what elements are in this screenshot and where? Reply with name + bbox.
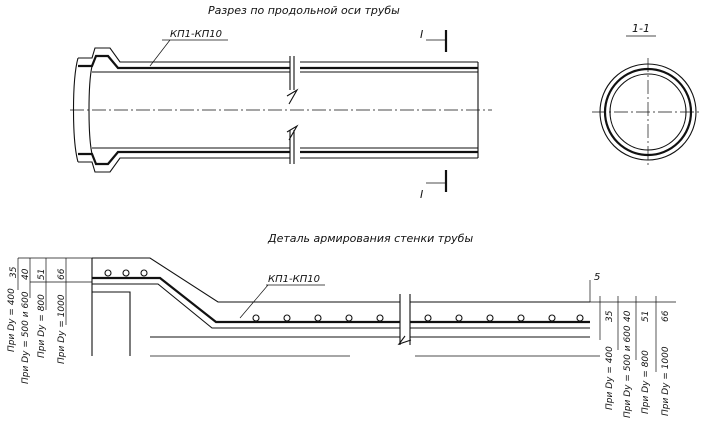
cage-label-top: КП1-КП10	[170, 29, 222, 40]
detail-outer-surface-left	[92, 257, 400, 303]
bar-1	[104, 269, 112, 277]
right-dim-66: 66	[661, 310, 671, 322]
bar-2	[122, 269, 130, 277]
left-label-dy1000: При Dy = 1000	[57, 294, 67, 364]
pipe-reinforcement-bottom-left	[78, 150, 290, 166]
bar-13	[548, 314, 556, 322]
detail-socket-face	[92, 291, 131, 356]
bar-9	[424, 314, 432, 322]
pipe-socket-inner-end	[88, 65, 93, 155]
left-label-dy800: При Dy = 800	[37, 294, 47, 358]
left-label-dy500-600: При Dy = 500 и 600	[21, 291, 31, 384]
title-longitudinal-section: Разрез по продольной оси трубы	[208, 4, 400, 17]
right-dim-51: 51	[641, 311, 651, 322]
detail-reinforcement-inner-left	[92, 283, 400, 329]
bar-14	[576, 314, 584, 322]
bar-7	[345, 314, 353, 322]
right-label-dy400: При Dy = 400	[605, 346, 615, 410]
bar-12	[517, 314, 525, 322]
pipe-break-zigzag	[286, 88, 299, 141]
bar-10	[455, 314, 463, 322]
bar-11	[486, 314, 494, 322]
pipe-outer-top-left	[78, 47, 290, 63]
cut-mark-bottom: I	[420, 188, 423, 201]
cage-label-detail: КП1-КП10	[268, 274, 320, 285]
left-dim-40: 40	[21, 268, 31, 280]
right-gap-dim: 5	[594, 272, 600, 283]
longitudinal-bars	[104, 269, 584, 322]
bar-8	[376, 314, 384, 322]
detail-break-lines	[397, 294, 412, 346]
pipe-socket-end	[72, 57, 79, 163]
pipe-break-lines	[289, 56, 295, 164]
pipe-outer-bottom-left	[78, 157, 290, 173]
right-dim-40: 40	[623, 310, 633, 322]
cage-leader-detail	[239, 284, 269, 319]
cage-leader-top	[149, 39, 171, 67]
cut-mark-top: I	[420, 28, 423, 41]
cross-section-label: 1-1	[632, 22, 650, 35]
detail-reinforcement-left	[92, 276, 400, 324]
right-label-dy500-600: При Dy = 500 и 600	[623, 325, 633, 418]
bar-5	[283, 314, 291, 322]
left-label-dy400: При Dy = 400	[7, 288, 17, 352]
bar-3	[140, 269, 148, 277]
pipe-reinforcement-top-left	[78, 54, 290, 70]
left-dim-66: 66	[57, 268, 67, 280]
pipe-cross-section: 1-1	[592, 22, 701, 166]
reinforcement-detail: 35 40 51 66 При Dy = 400 При Dy = 500 и …	[7, 257, 676, 418]
left-dim-51: 51	[37, 269, 47, 280]
pipe-longitudinal-section: КП1-КП10 I I	[70, 28, 492, 201]
right-label-dy1000: При Dy = 1000	[661, 346, 671, 416]
title-reinforcement-detail: Деталь армирования стенки трубы	[267, 232, 473, 245]
left-dim-35: 35	[9, 266, 19, 278]
bar-6	[314, 314, 322, 322]
right-label-dy800: При Dy = 800	[641, 350, 651, 414]
right-dim-35: 35	[605, 310, 615, 322]
bar-4	[252, 314, 260, 322]
